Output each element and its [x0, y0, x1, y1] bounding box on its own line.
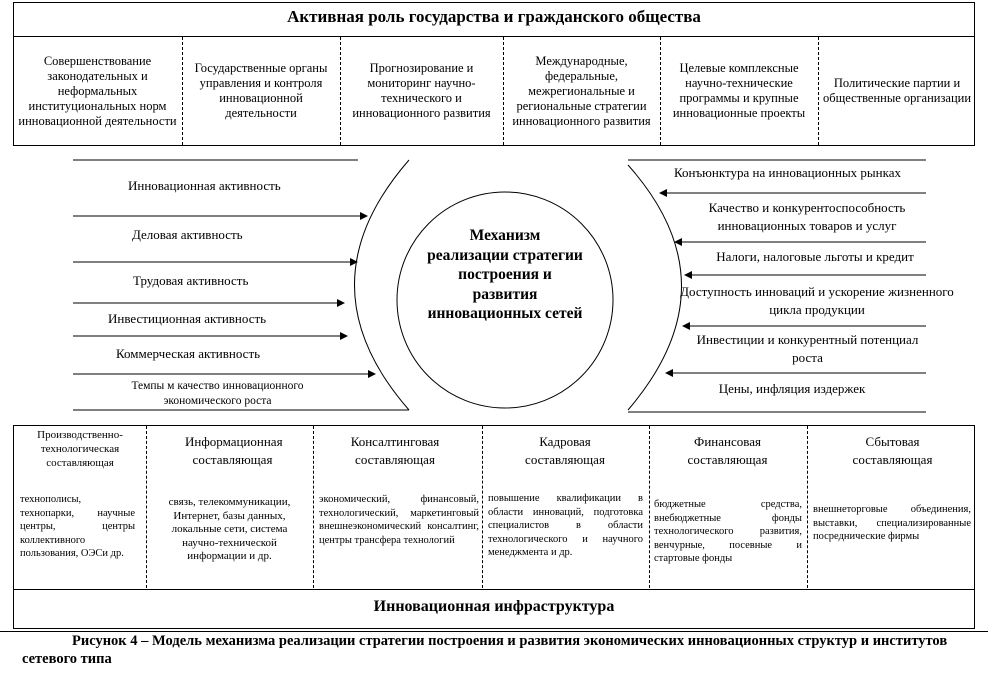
center-mechanism-title: Механизм реализации стратегии построения… [427, 227, 583, 322]
bottom-block [13, 425, 975, 629]
top-title-divider [13, 36, 975, 37]
right-factor-quality: Качество и конкурентоспособность инновац… [708, 200, 906, 233]
left-factor-commercial: Коммерческая активность [116, 346, 261, 361]
top-divider [340, 37, 341, 145]
right-factor-taxes: Налоги, налоговые льготы и кредит [716, 249, 914, 264]
bottom-divider [807, 426, 808, 588]
bottom-divider [313, 426, 314, 588]
bottom-header-sales: Сбытовая составляющая [852, 434, 933, 467]
left-factor-business: Деловая активность [132, 227, 243, 242]
bottom-header-personnel: Кадровая составляющая [525, 434, 605, 467]
left-arc [354, 159, 410, 411]
left-factor-growth: Темпы м качество инновационного экономич… [131, 380, 304, 407]
bottom-footer-divider [13, 589, 975, 590]
top-divider [503, 37, 504, 145]
right-factor-access: Доступность инноваций и ускорение жизнен… [680, 284, 954, 317]
bottom-divider [146, 426, 147, 588]
top-cell-strategies: Международные, федеральные, межрегиональ… [512, 53, 651, 128]
left-factor-innovation: Инновационная активность [128, 178, 281, 193]
top-cell-parties: Политические партии и общественные орган… [822, 76, 972, 105]
left-factor-labor: Трудовая активность [133, 273, 249, 288]
bottom-header-production: Производственно-технологическая составля… [37, 429, 123, 469]
bottom-header-financial: Финансовая составляющая [687, 434, 768, 467]
top-cell-legislation: Совершенствование законодательных и нефо… [18, 53, 177, 128]
top-cell-programs: Целевые комплексные научно-технические п… [672, 61, 806, 120]
bottom-divider [649, 426, 650, 588]
right-arc [627, 164, 682, 411]
top-divider [660, 37, 661, 145]
bottom-desc-personnel: повышение квалификации в области инновац… [488, 493, 643, 558]
top-cell-forecasting: Прогнозирование и мониторинг научно-техн… [352, 61, 491, 120]
bottom-header-consulting: Консалтинговая составляющая [350, 434, 440, 467]
bottom-desc-information: связь, телекоммуникации, Интернет, базы … [168, 496, 291, 562]
right-factor-prices: Цены, инфляция издержек [718, 381, 866, 396]
top-title: Активная роль государства и гражданского… [287, 7, 701, 26]
right-factor-investments: Инвестиции и конкурентный потенциал рост… [696, 332, 919, 365]
right-factor-market: Конъюнктура на инновационных рынках [673, 165, 902, 180]
caption-rule [0, 631, 988, 632]
top-block [13, 2, 975, 146]
figure-caption: Рисунок 4 – Модель механизма реализации … [22, 633, 948, 667]
top-cell-government-bodies: Государственные органы управления и конт… [194, 61, 328, 120]
left-factor-investment: Инвестиционная активность [108, 311, 267, 326]
bottom-footer-title: Инновационная инфраструктура [373, 598, 615, 615]
center-circle [396, 191, 614, 409]
bottom-desc-production: технополисы, технопарки, научные центры,… [20, 494, 135, 559]
bottom-header-information: Информационная составляющая [185, 434, 283, 467]
bottom-divider [482, 426, 483, 588]
bottom-desc-consulting: экономический, финансовый, технологическ… [319, 494, 479, 546]
bottom-desc-sales: внешнеторговые объединения, выставки, сп… [813, 504, 971, 542]
bottom-desc-financial: бюджетные средства, внебюджетные фонды т… [654, 499, 802, 564]
top-divider [818, 37, 819, 145]
top-divider [182, 37, 183, 145]
